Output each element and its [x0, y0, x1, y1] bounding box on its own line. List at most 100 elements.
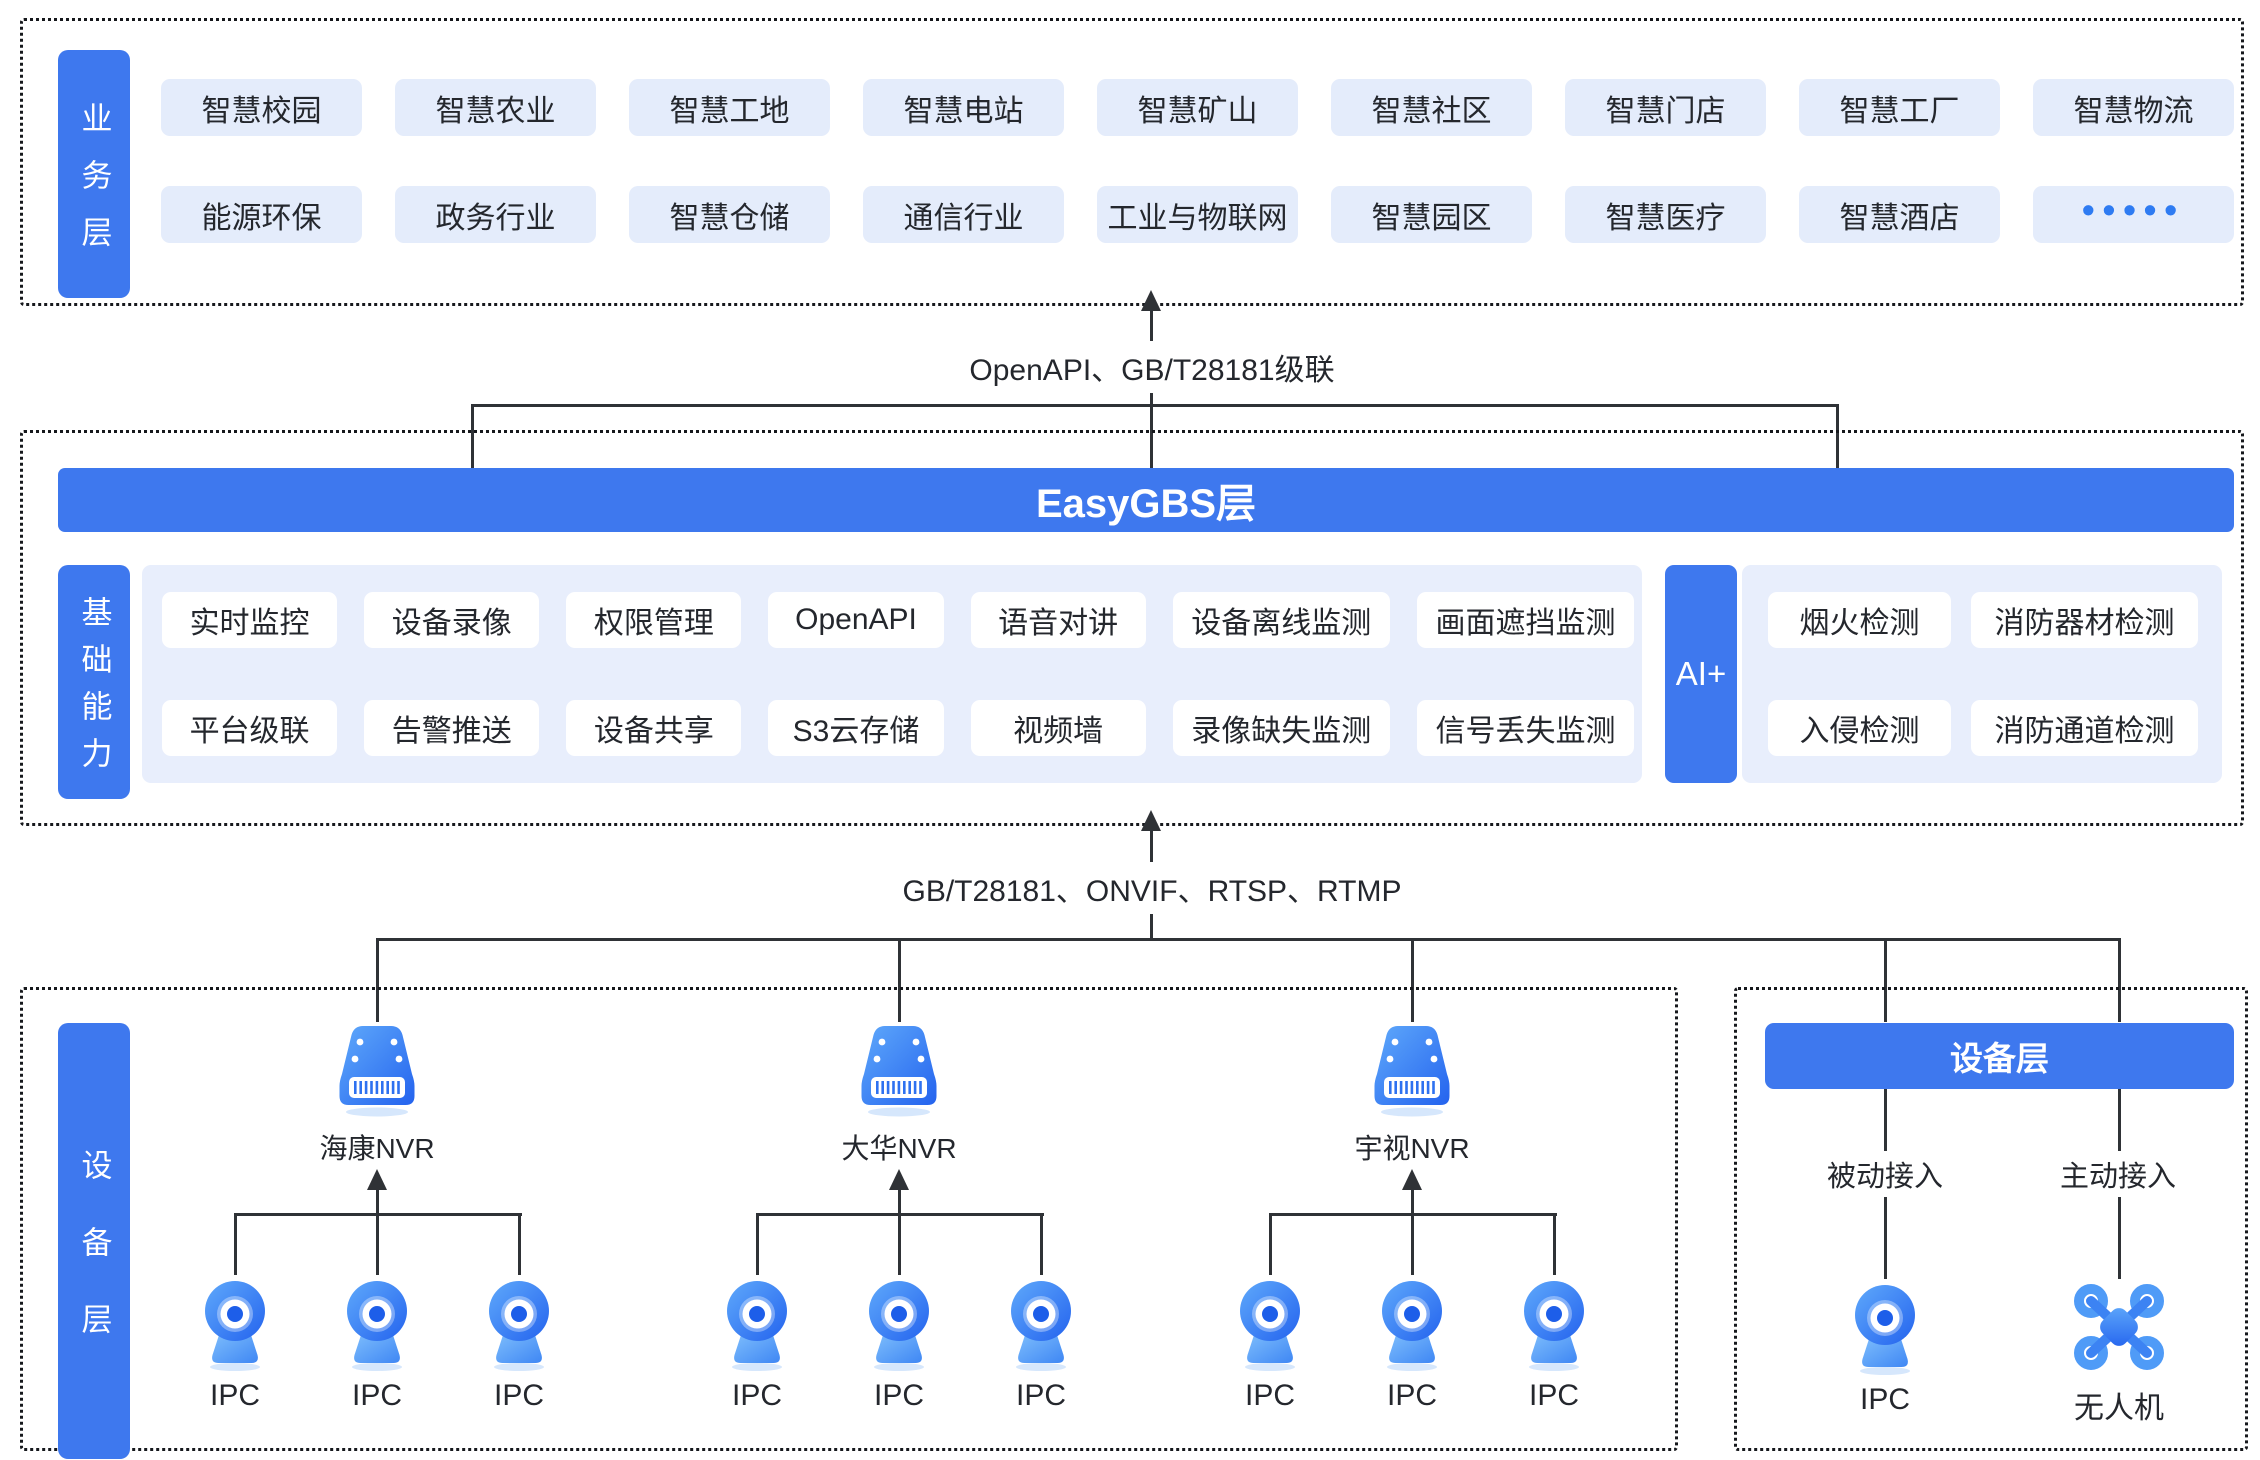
nvr-arrow-icon — [889, 1169, 909, 1190]
business-item: 智慧仓储 — [629, 186, 830, 243]
ipc-bracket — [234, 1213, 522, 1216]
capability-item: 平台级联 — [162, 700, 338, 756]
ipc-icon — [477, 1275, 561, 1371]
ipc-icon — [715, 1275, 799, 1371]
nvr3-drop-line — [1411, 940, 1414, 1022]
connector-line — [898, 1187, 901, 1275]
drone-label: 无人机 — [2074, 1392, 2164, 1425]
connector-line — [1884, 1089, 1887, 1151]
nvr-arrow-icon — [1402, 1169, 1422, 1190]
capability-item: 权限管理 — [566, 592, 742, 648]
device-protocol-label: GB/T28181、ONVIF、RTSP、RTMP — [884, 862, 1420, 914]
device-layer-box — [20, 987, 1678, 1451]
ipc-icon — [1370, 1275, 1454, 1371]
device-right-box — [1734, 987, 2248, 1451]
nvr-group-hikvision: 海康NVR IPC IPC IPC — [187, 987, 567, 1445]
capability-item: 信号丢失监测 — [1416, 700, 1635, 756]
active-drop-line — [2118, 940, 2121, 1022]
ai-row-1: 烟火检测 消防器材检测 — [1768, 592, 2198, 648]
business-item: 能源环保 — [161, 186, 362, 243]
capability-item: OpenAPI — [768, 592, 944, 648]
nvr-group-uniview: 宇视NVR IPC IPC IPC — [1222, 987, 1602, 1445]
ipc-icon — [1228, 1275, 1312, 1371]
business-item: 智慧矿山 — [1097, 79, 1298, 136]
uplink-protocol-label: OpenAPI、GB/T28181级联 — [951, 341, 1353, 393]
business-item: 工业与物联网 — [1097, 186, 1298, 243]
business-row-1: 智慧校园 智慧农业 智慧工地 智慧电站 智慧矿山 智慧社区 智慧门店 智慧工厂 … — [161, 79, 2234, 136]
active-access-label: 主动接入 — [2059, 1161, 2176, 1193]
device-right-content: 设备层 被动接入 主动接入 IPC 无人机 — [1734, 987, 2242, 1445]
connector-line — [2118, 1197, 2121, 1279]
capability-item: 设备离线监测 — [1172, 592, 1390, 648]
ipc-label: IPC — [1244, 1379, 1295, 1412]
nvr-arrow-icon — [367, 1169, 387, 1190]
uplink-bracket-left — [471, 404, 474, 468]
connector-line — [376, 1187, 379, 1275]
connector-line — [518, 1213, 521, 1275]
capability-item: 告警推送 — [364, 700, 540, 756]
ipc-label: IPC — [873, 1379, 924, 1412]
business-item: 智慧物流 — [2033, 79, 2234, 136]
easygbs-banner: EasyGBS层 — [58, 468, 2234, 532]
uplink-bracket — [471, 404, 1839, 407]
ipc-label: IPC — [1386, 1379, 1437, 1412]
capability-item: 设备录像 — [364, 592, 540, 648]
ipc-label: IPC — [1528, 1379, 1579, 1412]
business-row-2: 能源环保 政务行业 智慧仓储 通信行业 工业与物联网 智慧园区 智慧医疗 智慧酒… — [161, 186, 2234, 243]
ai-item: 消防通道检测 — [1971, 700, 2198, 756]
nvr2-drop-line — [898, 940, 901, 1022]
business-item: 智慧酒店 — [1799, 186, 2000, 243]
business-item: 智慧校园 — [161, 79, 362, 136]
capabilities-row-2: 平台级联 告警推送 设备共享 S3云存储 视频墙 录像缺失监测 信号丢失监测 — [162, 700, 1635, 756]
nvr-icon — [1364, 1021, 1460, 1117]
device-right-banner: 设备层 — [1765, 1023, 2234, 1089]
ipc-icon — [857, 1275, 941, 1371]
ipc-bracket — [756, 1213, 1044, 1216]
capability-item: 视频墙 — [970, 700, 1146, 756]
device-layer-label: 设备层 — [58, 1023, 130, 1459]
nvr-icon — [329, 1021, 425, 1117]
business-item: 通信行业 — [863, 186, 1064, 243]
business-item-more: ••••• — [2033, 186, 2234, 243]
nvr-icon — [851, 1021, 947, 1117]
capabilities-label: 基础能力 — [58, 565, 130, 799]
ipc-icon — [999, 1275, 1083, 1371]
ipc-label: IPC — [1859, 1383, 1910, 1416]
easygbs-layer-box — [20, 430, 2244, 826]
drone-icon — [2071, 1279, 2167, 1375]
connector-line — [1884, 1197, 1887, 1279]
connector-line — [1269, 1213, 1272, 1275]
ipc-label: IPC — [351, 1379, 402, 1412]
connector-line — [1411, 1187, 1414, 1275]
nvr-label: 宇视NVR — [1354, 1133, 1470, 1164]
device-uplink-arrow-icon — [1141, 810, 1161, 831]
business-item: 智慧园区 — [1331, 186, 1532, 243]
nvr-label: 大华NVR — [841, 1133, 957, 1164]
connector-line — [2118, 1089, 2121, 1151]
ipc-icon — [1843, 1279, 1927, 1375]
ipc-icon — [335, 1275, 419, 1371]
ipc-bracket — [1269, 1213, 1557, 1216]
ai-row-2: 入侵检测 消防通道检测 — [1768, 700, 2198, 756]
nvr1-drop-line — [376, 940, 379, 1022]
capability-item: 画面遮挡监测 — [1416, 592, 1635, 648]
capabilities-row-1: 实时监控 设备录像 权限管理 OpenAPI 语音对讲 设备离线监测 画面遮挡监… — [162, 592, 1635, 648]
ai-plus-label: AI+ — [1665, 565, 1737, 783]
connector-line — [756, 1213, 759, 1275]
business-item: 智慧工厂 — [1799, 79, 2000, 136]
ai-item: 烟火检测 — [1768, 592, 1952, 648]
ipc-label: IPC — [1015, 1379, 1066, 1412]
nvr-label: 海康NVR — [319, 1133, 435, 1164]
capability-item: 录像缺失监测 — [1172, 700, 1390, 756]
passive-access-label: 被动接入 — [1826, 1161, 1943, 1193]
business-item: 智慧医疗 — [1565, 186, 1766, 243]
business-item: 智慧门店 — [1565, 79, 1766, 136]
connector-line — [1040, 1213, 1043, 1275]
ipc-label: IPC — [731, 1379, 782, 1412]
business-item: 政务行业 — [395, 186, 596, 243]
business-item: 智慧工地 — [629, 79, 830, 136]
business-item: 智慧社区 — [1331, 79, 1532, 136]
business-item: 智慧农业 — [395, 79, 596, 136]
business-layer-label: 业务层 — [58, 50, 130, 298]
